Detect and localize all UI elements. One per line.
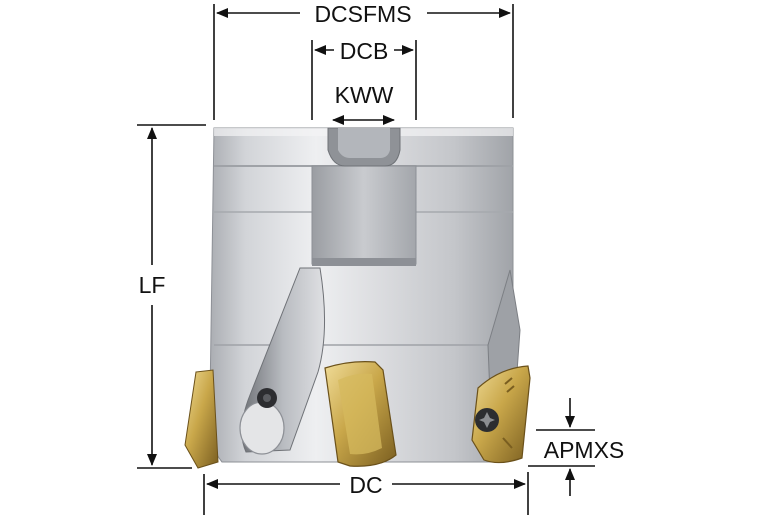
dcb-label: DCB <box>340 38 389 64</box>
insert-right <box>471 365 531 464</box>
insert-left <box>184 369 219 469</box>
kww-label: KWW <box>335 82 394 108</box>
left-screw-hub <box>263 394 271 402</box>
insert-logo-mark <box>502 377 515 449</box>
insert-screw-torx-icon <box>479 412 495 428</box>
key-slot-inner <box>338 128 390 158</box>
cutter-body <box>208 127 521 463</box>
center-bore-lip <box>312 258 416 266</box>
inserts <box>184 361 531 469</box>
left-pocket-recess <box>239 401 285 455</box>
insert-center-facet <box>338 373 382 455</box>
center-bore-face <box>311 165 417 265</box>
lf-label: LF <box>139 272 166 298</box>
dc-label: DC <box>349 472 382 498</box>
apmxs-label: APMXS <box>544 437 625 463</box>
dcsfms-label: DCSFMS <box>314 1 411 27</box>
dimensions: DCSFMS DCB KWW LF APMXS DC <box>137 1 624 515</box>
